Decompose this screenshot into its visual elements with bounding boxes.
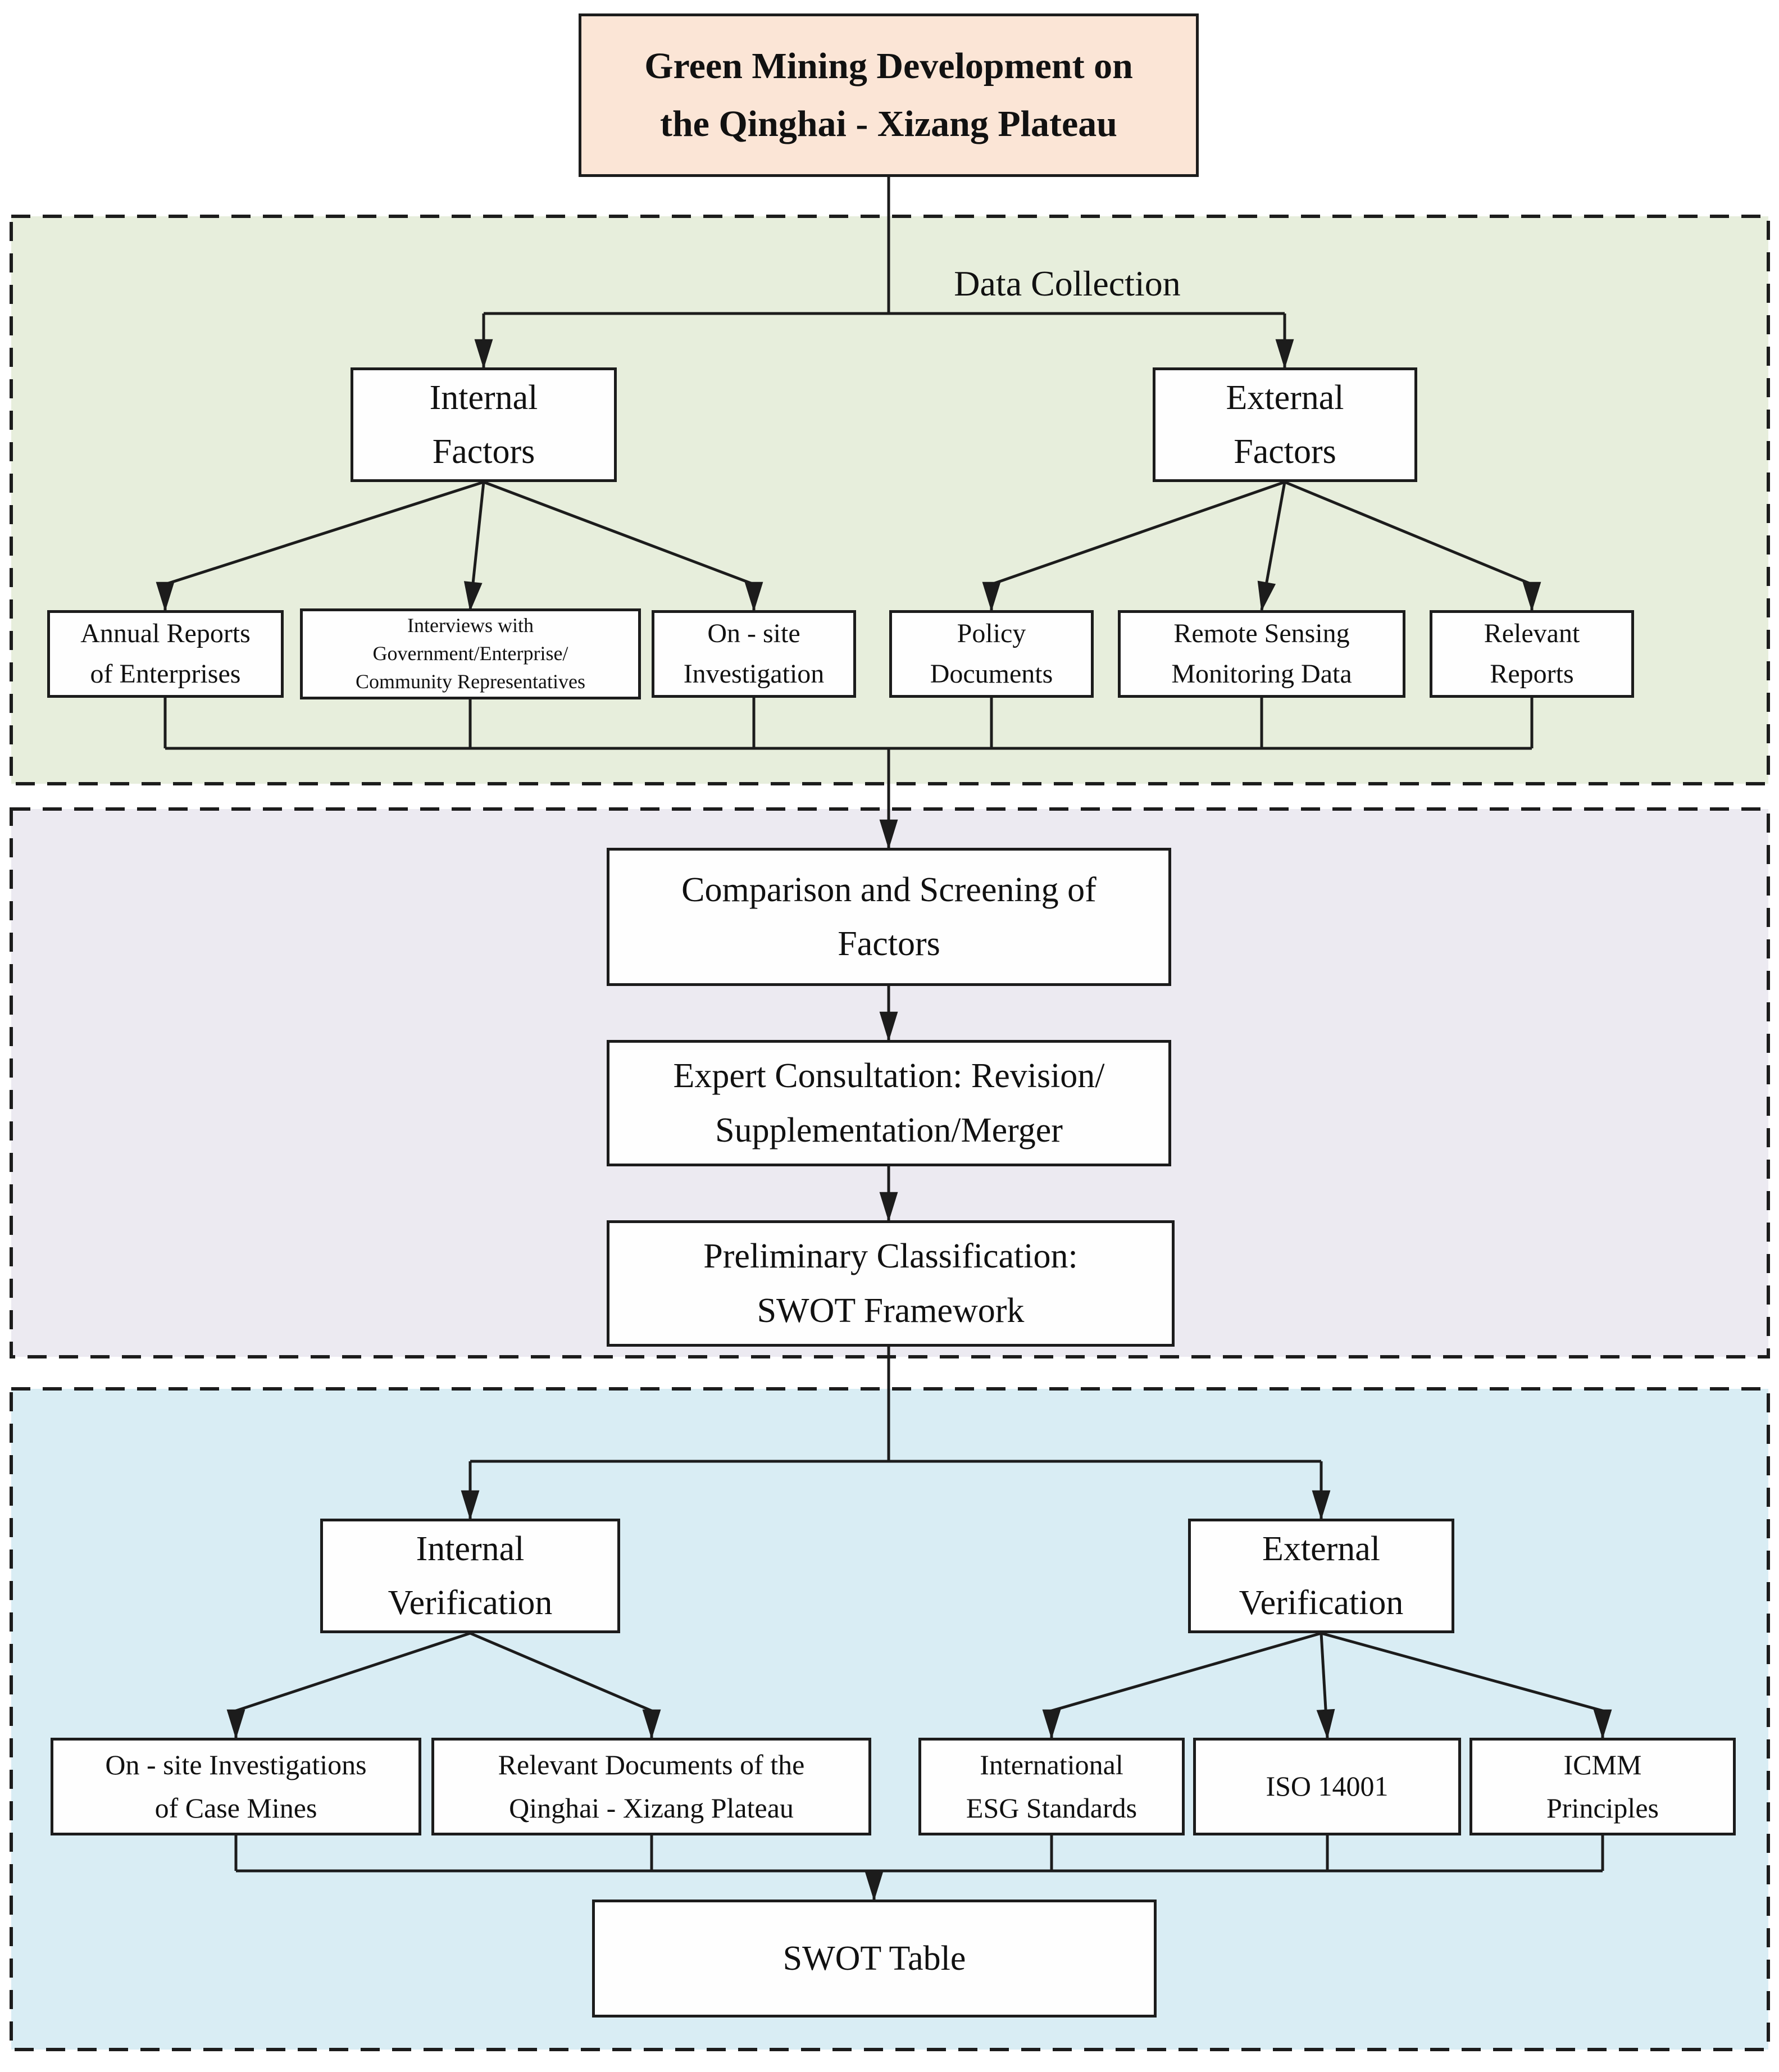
node-internal-factors: Internal Factors xyxy=(351,367,617,482)
node-relevant-documents: Relevant Documents of the Qinghai - Xiza… xyxy=(431,1738,871,1835)
node-esg-standards: International ESG Standards xyxy=(918,1738,1185,1835)
node-remote-sensing: Remote Sensing Monitoring Data xyxy=(1118,610,1405,698)
node-onsite-case-mines: On - site Investigations of Case Mines xyxy=(51,1738,421,1835)
node-iso-14001: ISO 14001 xyxy=(1193,1738,1461,1835)
node-swot-table: SWOT Table xyxy=(592,1900,1157,2018)
section-label-data-collection: Data Collection xyxy=(954,263,1181,303)
title-box: Green Mining Development on the Qinghai … xyxy=(579,13,1199,177)
green-connectors xyxy=(156,177,1541,849)
node-interviews: Interviews with Government/Enterprise/ C… xyxy=(300,608,641,699)
node-external-verification: External Verification xyxy=(1188,1519,1454,1633)
node-policy-documents: Policy Documents xyxy=(889,610,1094,698)
node-comparison-screening: Comparison and Screening of Factors xyxy=(607,848,1171,986)
node-annual-reports: Annual Reports of Enterprises xyxy=(47,610,284,698)
node-icmm-principles: ICMM Principles xyxy=(1469,1738,1736,1835)
node-relevant-reports: Relevant Reports xyxy=(1430,610,1634,698)
blue-connectors xyxy=(226,1460,1612,1901)
node-preliminary-classification: Preliminary Classification: SWOT Framewo… xyxy=(607,1220,1175,1347)
node-onsite-investigation: On - site Investigation xyxy=(652,610,856,698)
node-external-factors: External Factors xyxy=(1153,367,1417,482)
node-internal-verification: Internal Verification xyxy=(320,1519,620,1633)
node-expert-consultation: Expert Consultation: Revision/ Supplemen… xyxy=(607,1040,1171,1166)
